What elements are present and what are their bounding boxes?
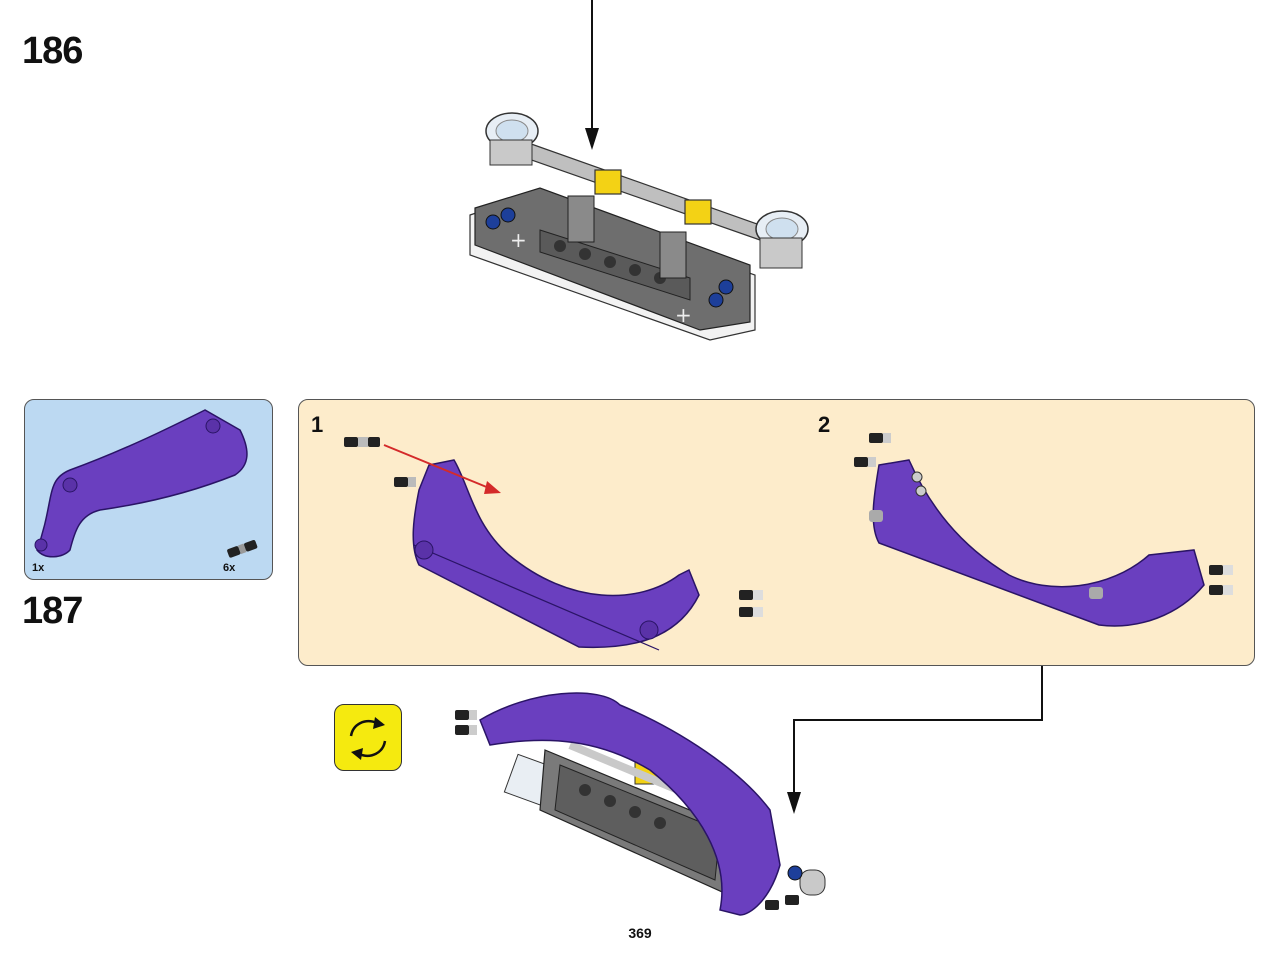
quantity-label: 6x [223,562,236,574]
substep-number-2: 2 [818,412,831,437]
step-number-186: 186 [22,30,83,72]
step-number-187: 187 [22,590,83,632]
page-number: 369 [628,925,652,941]
rotate-arrows-icon [349,717,387,760]
svg-text:+: + [675,303,692,327]
rotate-model-icon [334,704,402,771]
substep-2-illustration [854,433,1233,627]
substep-1-illustration [344,437,763,651]
step-187-model-illustration [455,692,826,916]
parts-list-box: 1x 6x [24,399,273,580]
step-186-model-illustration: + + [469,0,809,341]
substep-number-1: 1 [311,412,324,437]
purple-curved-panel-icon [34,409,248,558]
substep-box: 1 2 [298,399,1255,666]
step-arrow [787,666,1043,814]
black-pin-connector-icon [227,540,258,558]
quantity-label: 1x [32,562,45,574]
svg-text:+: + [510,228,527,252]
